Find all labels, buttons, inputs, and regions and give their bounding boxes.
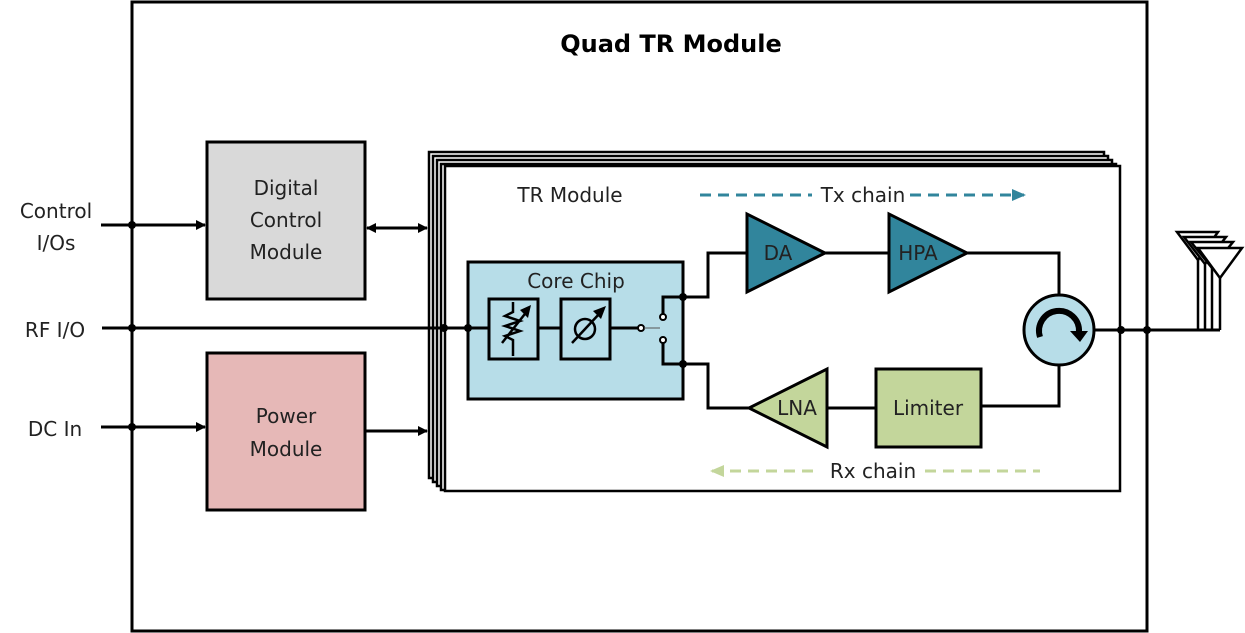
circulator-to-limiter-wire — [982, 365, 1061, 408]
svg-text:LNA: LNA — [777, 396, 817, 420]
hpa-to-circulator-wire — [967, 251, 1061, 295]
rx-wire — [683, 362, 749, 410]
tx-chain-label: Tx chain — [820, 183, 906, 207]
svg-text:Module: Module — [250, 437, 323, 461]
input-label-control-2: I/Os — [37, 231, 76, 255]
digital-control-module: Digital Control Module — [205, 140, 367, 301]
lna-amplifier: LNA — [745, 366, 829, 450]
da-amplifier: DA — [745, 211, 829, 295]
limiter-block: Limiter — [874, 367, 983, 449]
diagram-title: Quad TR Module — [560, 30, 782, 58]
output-junction-1 — [1117, 326, 1125, 334]
stack-rf-junction — [440, 324, 448, 332]
svg-text:Core Chip: Core Chip — [527, 269, 625, 293]
svg-text:Power: Power — [256, 404, 317, 428]
quad-module-frame — [130, 0, 1149, 633]
svg-text:HPA: HPA — [898, 241, 938, 265]
input-label-control: Control — [20, 199, 92, 223]
svg-text:Control: Control — [250, 208, 322, 232]
antenna-array-icon — [1174, 230, 1245, 330]
power-module: Power Module — [205, 351, 367, 512]
hpa-amplifier: HPA — [887, 211, 971, 295]
core-chip: Core Chip — [464, 260, 687, 401]
circulator-icon — [1022, 293, 1096, 367]
svg-text:DA: DA — [764, 241, 793, 265]
svg-text:Digital: Digital — [254, 176, 319, 200]
tr-switch-icon — [637, 293, 687, 368]
dc-junction — [128, 423, 136, 431]
output-junction-2 — [1143, 326, 1151, 334]
input-label-dc: DC In — [28, 417, 82, 441]
rx-chain-label: Rx chain — [830, 459, 916, 483]
rf-junction — [128, 324, 136, 332]
control-junction — [128, 221, 136, 229]
tr-module-label: TR Module — [516, 183, 622, 207]
svg-text:Limiter: Limiter — [893, 396, 964, 420]
svg-text:Module: Module — [250, 240, 323, 264]
tx-wire — [683, 251, 747, 299]
input-label-rf: RF I/O — [25, 318, 85, 342]
